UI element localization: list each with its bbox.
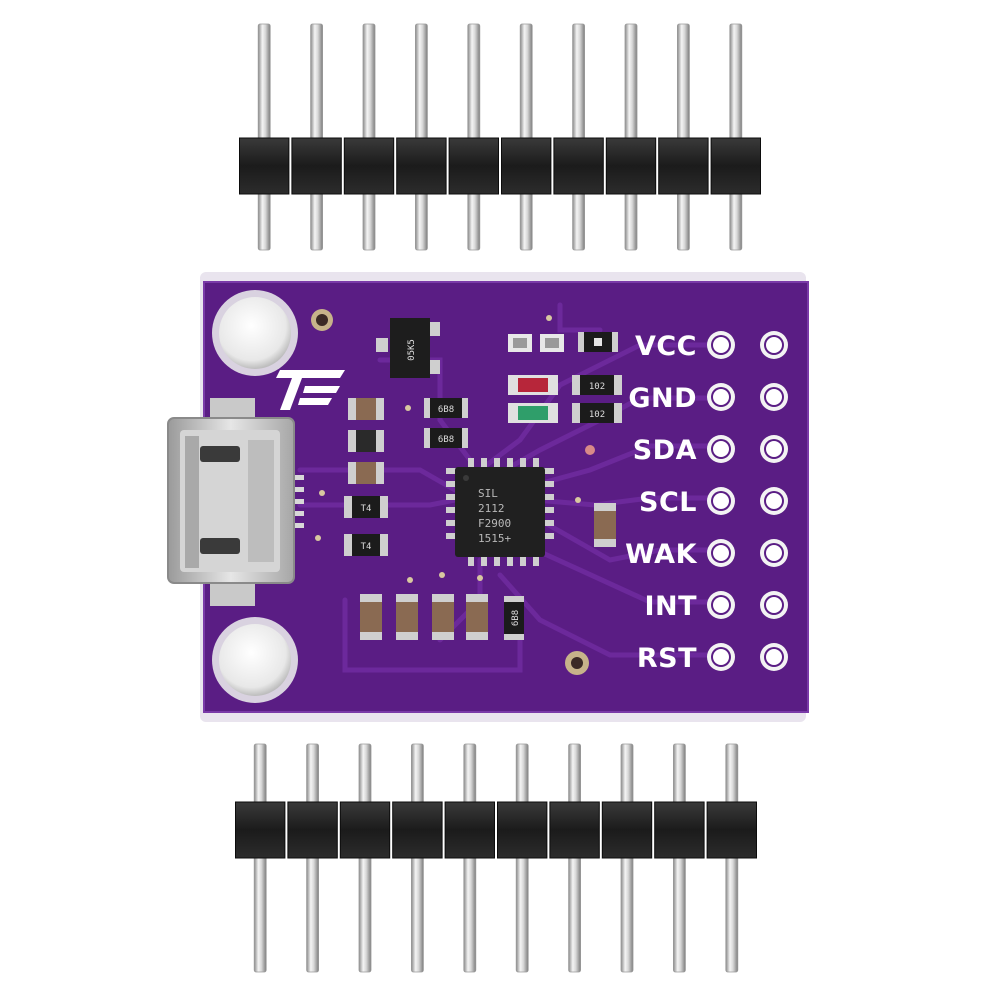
header-housing-segment	[553, 137, 604, 195]
chip-marking-line: F2900	[478, 517, 511, 530]
pin-label-column: VCC GND SDA SCL WAK INT RST	[625, 331, 697, 674]
pin-label-sda: SDA	[633, 435, 697, 466]
pin-pad	[707, 487, 735, 515]
pin-pad	[760, 591, 788, 619]
resistor-102: 102	[572, 375, 622, 395]
resistor-102: 102	[572, 403, 622, 423]
header-pin	[677, 23, 690, 251]
header-housing-segment	[396, 137, 447, 195]
diode: T4	[344, 496, 388, 518]
pin-pad	[707, 383, 735, 411]
svg-text:102: 102	[589, 382, 605, 392]
header-housing-segment	[601, 801, 653, 859]
resistor-top	[578, 332, 618, 352]
pin-pad	[760, 383, 788, 411]
capacitor	[348, 398, 384, 420]
header-housing-segment	[658, 137, 709, 195]
pin-label-vcc: VCC	[635, 331, 697, 362]
pcb-board: 05K5 T4 T4 6B8	[167, 272, 809, 722]
led-small	[540, 334, 564, 352]
header-pin	[729, 23, 743, 251]
header-housing-segment	[339, 801, 391, 859]
header-pin	[414, 23, 428, 251]
pin-label-int: INT	[644, 591, 697, 622]
header-housing-segment	[239, 137, 290, 195]
pin-pad	[707, 331, 735, 359]
capacitor	[396, 594, 418, 640]
resistor-6b8: 6B8	[424, 428, 468, 448]
via-bottom	[565, 651, 589, 675]
header-pin	[362, 23, 376, 251]
pin-label-rst: RST	[637, 643, 697, 674]
header-housing-segment	[235, 801, 286, 859]
pin-pad	[760, 643, 788, 671]
via-top	[311, 309, 333, 331]
svg-text:6B8: 6B8	[511, 610, 521, 626]
header-housing-segment	[706, 801, 757, 859]
header-housing-segment	[605, 137, 657, 195]
led-small	[508, 334, 532, 352]
pin-pad	[707, 539, 735, 567]
led-red	[508, 375, 558, 395]
header-pin	[310, 23, 324, 251]
header-housing-segment	[444, 801, 496, 859]
led-green	[508, 403, 558, 423]
header-housing-segment	[549, 801, 600, 859]
svg-text:05K5: 05K5	[407, 339, 417, 361]
header-pin	[467, 23, 481, 251]
pin-label-scl: SCL	[639, 487, 697, 518]
pin-pad	[760, 435, 788, 463]
capacitor	[466, 594, 488, 640]
header-housing-segment	[287, 801, 338, 859]
svg-text:102: 102	[589, 410, 605, 420]
chip-marking-line: SIL	[478, 487, 498, 500]
header-pin	[257, 23, 271, 251]
header-housing-segment	[448, 137, 500, 195]
svg-text:T4: T4	[361, 504, 372, 514]
header-housing-segment	[501, 137, 552, 195]
mounting-hole-top-left	[212, 290, 298, 376]
top-pin-header	[239, 23, 761, 251]
pin-pad	[707, 591, 735, 619]
pin-pad	[760, 539, 788, 567]
pin-pad	[760, 331, 788, 359]
pin-pad-grid	[707, 331, 788, 671]
pin-label-gnd: GND	[628, 383, 697, 414]
header-housing-segment	[710, 137, 761, 195]
capacitor	[594, 503, 616, 547]
pin-pad	[707, 643, 735, 671]
header-housing-segment	[343, 137, 395, 195]
diode: T4	[344, 534, 388, 556]
pin-pad	[760, 487, 788, 515]
header-pin	[624, 23, 638, 251]
header-housing-segment	[654, 801, 705, 859]
header-housing-segment	[497, 801, 548, 859]
svg-text:6B8: 6B8	[438, 405, 454, 415]
chip-marking-line: 2112	[478, 502, 505, 515]
resistor-6b8: 6B8	[504, 596, 524, 640]
manufacturer-logo	[276, 370, 345, 410]
svg-text:6B8: 6B8	[438, 435, 454, 445]
sot23-regulator: 05K5	[376, 318, 440, 378]
pin-pad	[707, 435, 735, 463]
mounting-hole-bottom-left	[212, 617, 298, 703]
capacitor	[360, 594, 382, 640]
resistor-6b8: 6B8	[424, 398, 468, 418]
header-pin	[519, 23, 533, 251]
chip-marking-line: 1515+	[478, 532, 511, 545]
pin-label-wak: WAK	[625, 539, 697, 570]
bottom-pin-header	[235, 743, 757, 973]
capacitor	[348, 430, 384, 452]
svg-text:T4: T4	[361, 542, 372, 552]
usb-bridge-ic: SIL 2112 F2900 1515+	[446, 458, 554, 566]
micro-usb-port	[167, 398, 304, 606]
header-pin	[572, 23, 585, 251]
header-housing-segment	[291, 137, 342, 195]
header-housing-segment	[392, 801, 443, 859]
capacitor	[348, 462, 384, 484]
capacitor	[432, 594, 454, 640]
